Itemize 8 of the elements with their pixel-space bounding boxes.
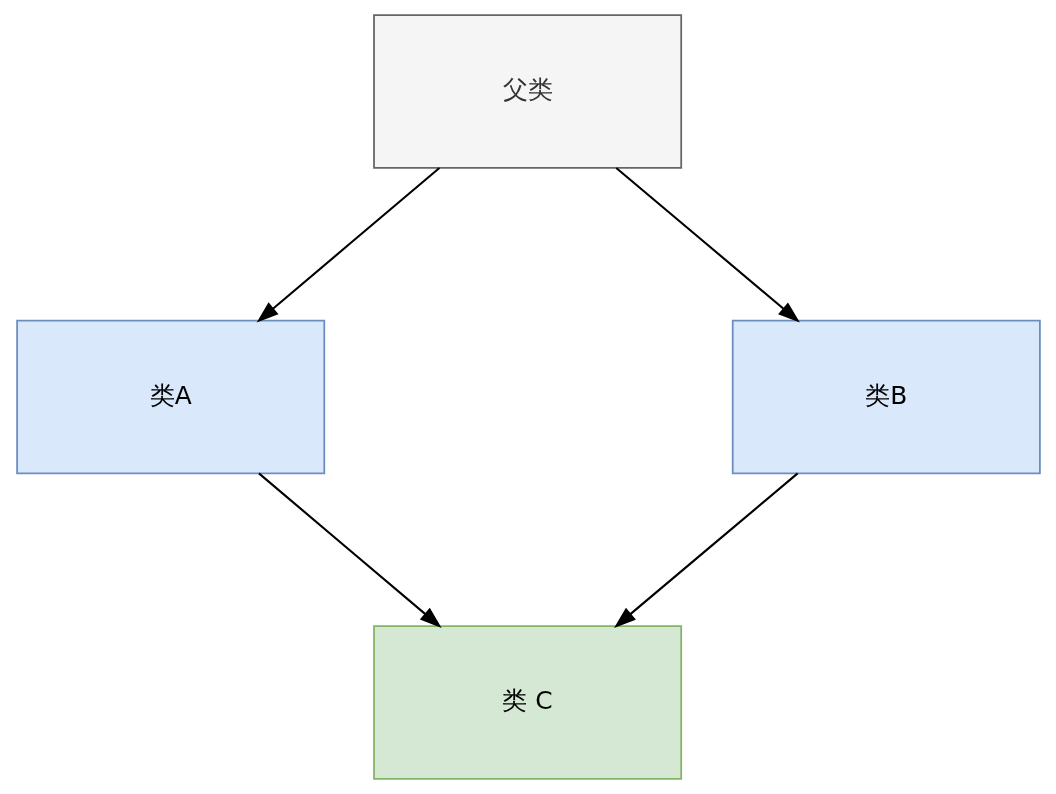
- arrow: [257, 472, 442, 628]
- arrow: [615, 167, 800, 323]
- arrow: [256, 167, 440, 323]
- node-box: 父类: [372, 14, 682, 169]
- arrow: [613, 472, 798, 628]
- node-box: 类B: [731, 319, 1041, 475]
- node-box: 类A: [15, 319, 325, 475]
- node-box: 类 C: [372, 625, 682, 780]
